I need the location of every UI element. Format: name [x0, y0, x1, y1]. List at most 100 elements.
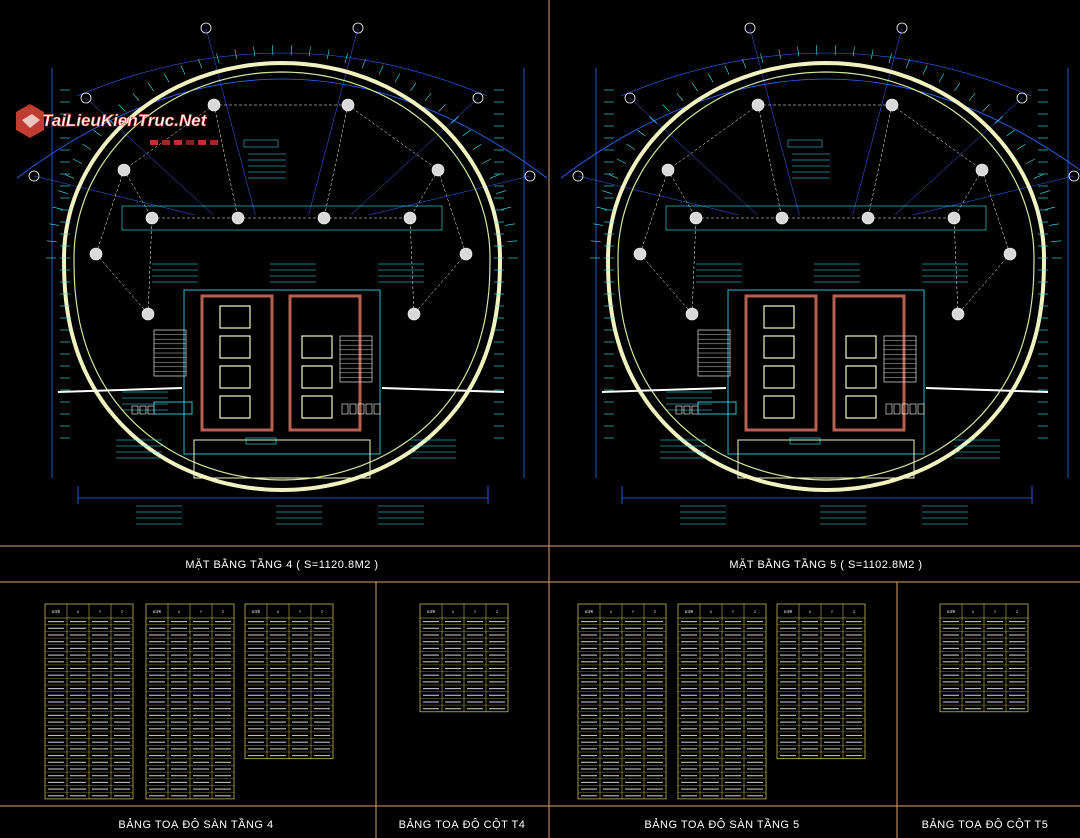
- toilet-fixture: [893, 403, 901, 415]
- floor-plan-level-5: [560, 22, 1080, 525]
- logo-dot: [210, 140, 218, 145]
- toilet-fixture: [349, 403, 357, 415]
- perimeter-tick: [968, 92, 976, 101]
- perimeter-tick: [870, 49, 874, 60]
- table-header-cell: Y: [994, 610, 996, 614]
- perimeter-tick: [163, 73, 170, 83]
- perimeter-tick: [234, 49, 238, 60]
- perimeter-tick: [590, 240, 601, 242]
- column-marker: [117, 163, 131, 177]
- table-header-cell: X: [77, 610, 79, 614]
- structural-grid-line: [867, 104, 893, 219]
- perimeter-tick: [424, 92, 432, 101]
- column-marker: [885, 98, 899, 112]
- perimeter-tick: [616, 158, 627, 164]
- elevator-shaft: [301, 395, 333, 419]
- elevator-shaft: [763, 365, 795, 389]
- perimeter-tick: [507, 240, 518, 242]
- table-header-cell: Z: [222, 610, 224, 614]
- grid-bubble: [572, 170, 584, 182]
- table-header-cell: X: [972, 610, 974, 614]
- perimeter-tick: [481, 158, 492, 164]
- toilet-fixture: [131, 405, 139, 415]
- perimeter-tick: [105, 116, 114, 124]
- perimeter-tick: [462, 129, 471, 137]
- inner-wall: [617, 71, 1035, 481]
- beam-band: [121, 205, 443, 231]
- table-header-cell: Z: [1016, 610, 1018, 614]
- structural-grid-line: [757, 104, 783, 219]
- column-marker: [141, 307, 155, 321]
- perimeter-tick: [724, 65, 730, 75]
- structural-grid-line: [347, 104, 439, 171]
- radial-grid-line: [350, 97, 479, 216]
- logo-dot: [198, 140, 206, 145]
- column-marker: [1003, 247, 1017, 261]
- perimeter-tick: [1025, 158, 1036, 164]
- perimeter-tick: [49, 223, 59, 226]
- lobby-area: [737, 439, 915, 479]
- radial-grid-line: [749, 27, 800, 216]
- perimeter-tick: [888, 53, 892, 64]
- elevator-shaft: [845, 365, 877, 389]
- column-marker: [459, 247, 473, 261]
- radial-grid-line: [308, 27, 359, 216]
- inner-wall: [73, 71, 491, 481]
- table-header-cell: Z: [321, 610, 323, 614]
- logo-cube-icon: [22, 114, 40, 128]
- toilet-fixture: [901, 403, 909, 415]
- coordinate-table: ĐIỂM X Y Z: [939, 603, 1029, 713]
- floor-plan-level-4: [16, 22, 548, 525]
- perimeter-tick: [46, 240, 57, 242]
- elevator-shaft: [763, 335, 795, 359]
- structural-grid-line: [409, 217, 415, 315]
- perimeter-tick: [64, 174, 75, 179]
- perimeter-tick: [52, 206, 63, 210]
- column-marker: [341, 98, 355, 112]
- toilet-fixture: [341, 403, 349, 415]
- perimeter-tick: [852, 46, 855, 57]
- perimeter-tick: [742, 58, 747, 69]
- plan-title-level-5: MẶT BẰNG TẦNG 5 ( S=1102.8M2 ): [729, 558, 922, 571]
- core-wall-right: [832, 294, 906, 432]
- table-header-cell: Z: [754, 610, 756, 614]
- structural-grid-line: [639, 169, 669, 255]
- table-header-cell: Z: [853, 610, 855, 614]
- perimeter-tick: [662, 104, 670, 112]
- column-marker: [947, 211, 961, 225]
- radial-grid-line: [85, 97, 214, 216]
- perimeter-tick: [72, 158, 83, 164]
- structural-grid-line: [323, 104, 349, 219]
- column-marker: [951, 307, 965, 321]
- perimeter-tick: [626, 143, 636, 150]
- perimeter-tick: [308, 46, 311, 57]
- structural-grid-line: [891, 104, 983, 171]
- column-marker: [231, 211, 245, 225]
- elevator-shaft: [845, 335, 877, 359]
- table-header-cell: X: [710, 610, 712, 614]
- table-header-cell: Z: [496, 610, 498, 614]
- room-label-box: [153, 401, 193, 415]
- column-marker: [661, 163, 675, 177]
- perimeter-tick: [438, 104, 446, 112]
- table-header-cell: ĐIỂM: [784, 609, 792, 614]
- table-header-cell: ĐIỂM: [947, 609, 955, 614]
- table-header-cell: ĐIỂM: [52, 609, 60, 614]
- table-header-cell: Y: [99, 610, 101, 614]
- table-header-cell: ĐIỂM: [427, 609, 435, 614]
- elevator-shaft: [219, 365, 251, 389]
- grid-bubble: [200, 22, 212, 34]
- perimeter-tick: [1016, 143, 1026, 150]
- perimeter-tick: [410, 82, 417, 92]
- table-caption-slab-level-4: BẢNG TOẠ ĐỘ SÀN TẦNG 4: [118, 818, 273, 831]
- logo-dot: [150, 140, 158, 145]
- perimeter-tick: [954, 82, 961, 92]
- room-label-box: [243, 139, 279, 148]
- logo-dot: [162, 140, 170, 145]
